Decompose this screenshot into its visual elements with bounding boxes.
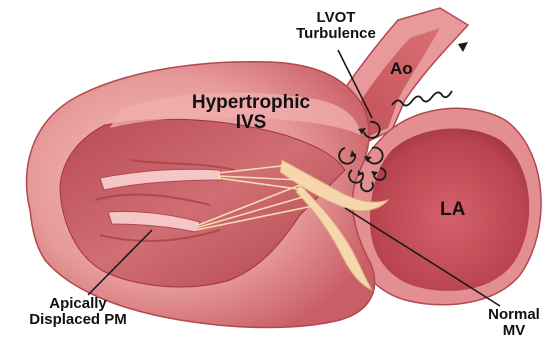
pm-label-line2: Displaced PM — [8, 312, 148, 328]
ivs-label-line2: IVS — [185, 113, 317, 133]
lvot-turbulence-label: LVOT Turbulence — [282, 10, 390, 42]
lvot-label-line1: LVOT — [282, 10, 390, 26]
mv-label-line1: Normal — [478, 307, 550, 323]
normal-mv-label: Normal MV — [478, 307, 550, 339]
left-atrium-label: LA — [440, 200, 465, 220]
ivs-label-line1: Hypertrophic — [185, 93, 317, 113]
lvot-label-line2: Turbulence — [282, 26, 390, 42]
mv-label-line2: MV — [478, 323, 550, 339]
aorta-label: Ao — [390, 60, 413, 78]
pm-label-line1: Apically — [8, 296, 148, 312]
apically-displaced-pm-label: Apically Displaced PM — [8, 296, 148, 328]
aortic-flow-arrowhead — [458, 42, 468, 52]
hypertrophic-ivs-label: Hypertrophic IVS — [185, 93, 317, 133]
